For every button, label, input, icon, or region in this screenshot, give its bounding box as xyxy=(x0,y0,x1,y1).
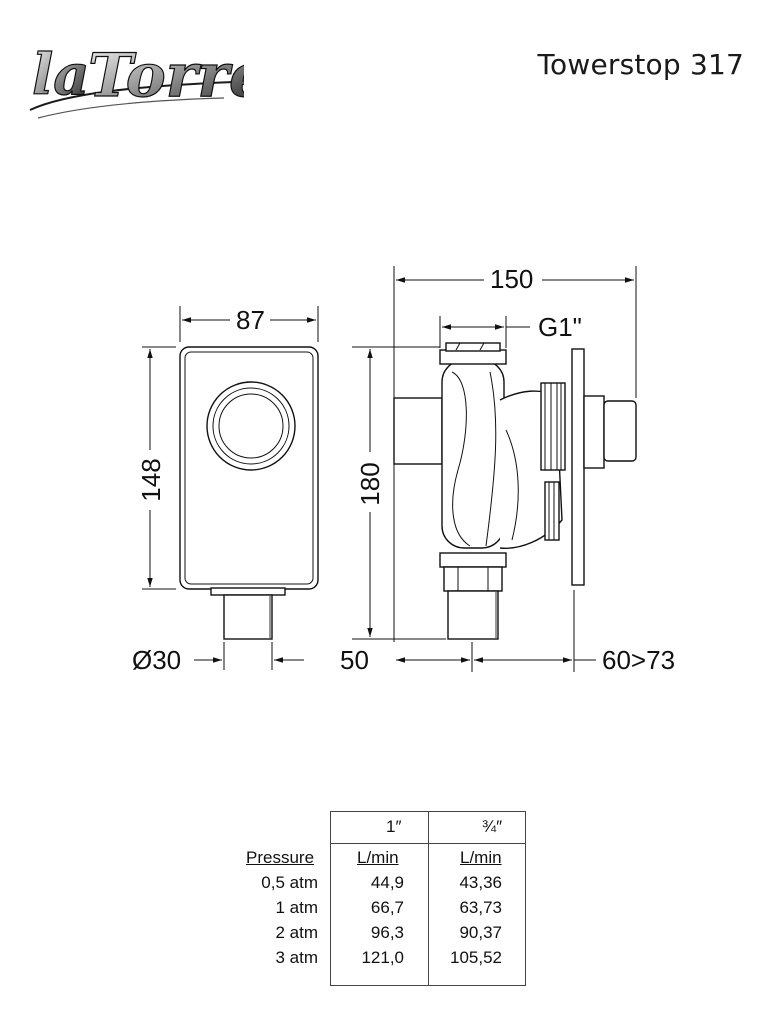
pressure-cell: 3 atm xyxy=(275,948,318,967)
dim-height-front: 148 xyxy=(136,458,166,501)
product-title: Towerstop 317 xyxy=(537,48,744,81)
unit-label: L/min xyxy=(357,848,399,867)
dim-total-depth: 150 xyxy=(490,264,533,294)
col-header-1in: 1″ xyxy=(386,817,402,836)
dim-wall-range: 60>73 xyxy=(602,645,675,675)
push-button-icon xyxy=(206,381,296,471)
unit-label: L/min xyxy=(460,848,502,867)
svg-text:la: la xyxy=(32,42,90,108)
pressure-cell: 2 atm xyxy=(275,923,318,942)
front-view xyxy=(179,346,319,640)
svg-text:Torre: Torre xyxy=(88,41,244,111)
row-header-pressure: Pressure xyxy=(246,848,315,867)
flow-cell: 90,37 xyxy=(459,923,502,942)
dim-offset: 50 xyxy=(340,645,369,675)
flow-rate-table: 1″ ¾″ Pressure L/min L/min 0,5 atm 44,9 … xyxy=(232,811,528,987)
flow-cell: 96,3 xyxy=(370,923,404,942)
table-divider xyxy=(428,811,429,986)
dim-height-side: 180 xyxy=(355,462,385,505)
flow-cell: 66,7 xyxy=(370,898,404,917)
flow-cell: 105,52 xyxy=(450,948,502,967)
dim-thread: G1" xyxy=(538,312,582,342)
flow-cell: 43,36 xyxy=(459,873,502,892)
dim-width-front: 87 xyxy=(236,305,265,335)
flow-cell: 44,9 xyxy=(370,873,404,892)
side-view xyxy=(393,342,637,640)
pressure-cell: 1 atm xyxy=(275,898,318,917)
dim-pipe-diameter: Ø30 xyxy=(132,645,181,675)
flow-cell: 121,0 xyxy=(361,948,404,967)
flow-cell: 63,73 xyxy=(459,898,502,917)
latorre-logo: la Torre xyxy=(29,40,244,119)
pressure-cell: 0,5 atm xyxy=(261,873,318,892)
col-header-3-4in: ¾″ xyxy=(482,817,503,836)
